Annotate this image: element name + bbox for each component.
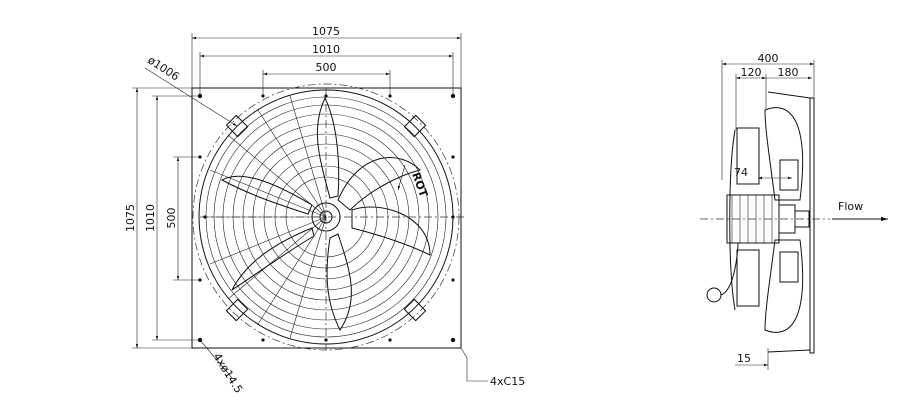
side-plate [809,97,815,354]
impeller-blades [220,96,431,331]
front-view: ROT [124,25,525,396]
dim-center-height-label: 500 [165,208,178,229]
dim-diameter: ø1006 [144,54,238,127]
dim-overall-height-label: 1075 [124,204,137,232]
dim-hole-pitch-width: 1010 [199,43,454,96]
dim-left-part-label: 120 [741,66,762,79]
dim-offset-label: 74 [734,166,748,179]
dim-hole-pitch-width-label: 1010 [312,43,340,56]
dim-plate-label: 15 [737,352,751,365]
side-blade-bottom [764,239,804,333]
dim-right-part-label: 180 [778,66,799,79]
flow-label: Flow [838,200,863,213]
dim-depth: 400 [721,52,815,180]
guard-wires [203,95,327,339]
dim-corner-chamfer: 4xC15 [460,347,525,388]
dim-diameter-label: ø1006 [145,54,181,84]
corner-chamfer-label: 4xC15 [490,375,525,388]
dim-depth-label: 400 [758,52,779,65]
dim-hole-pitch-height-label: 1010 [144,204,157,232]
dim-left-part: 120 [735,66,767,130]
dim-center-width: 500 [262,61,391,96]
side-blade-top [764,107,804,201]
dim-center-height: 500 [165,156,200,281]
dim-offset: 74 [734,166,792,180]
dim-plate: 15 [735,348,769,370]
dim-right-part: 180 [766,66,812,80]
dim-overall-width: 1075 [191,25,462,88]
mounting-plate [191,87,462,349]
guard-brackets [225,114,427,322]
dim-overall-height: 1075 [124,87,192,349]
mounting-holes-label: 4xø14.5 [210,351,245,396]
side-view: 400 120 180 74 15 Flow [700,52,888,370]
dim-hole-pitch-height: 1010 [144,95,200,341]
side-guard [729,129,736,311]
rotation-label: ROT [409,171,430,200]
dim-center-width-label: 500 [316,61,337,74]
dim-overall-width-label: 1075 [312,25,340,38]
flow-indicator: Flow [832,200,888,222]
mounting-holes [197,93,456,343]
